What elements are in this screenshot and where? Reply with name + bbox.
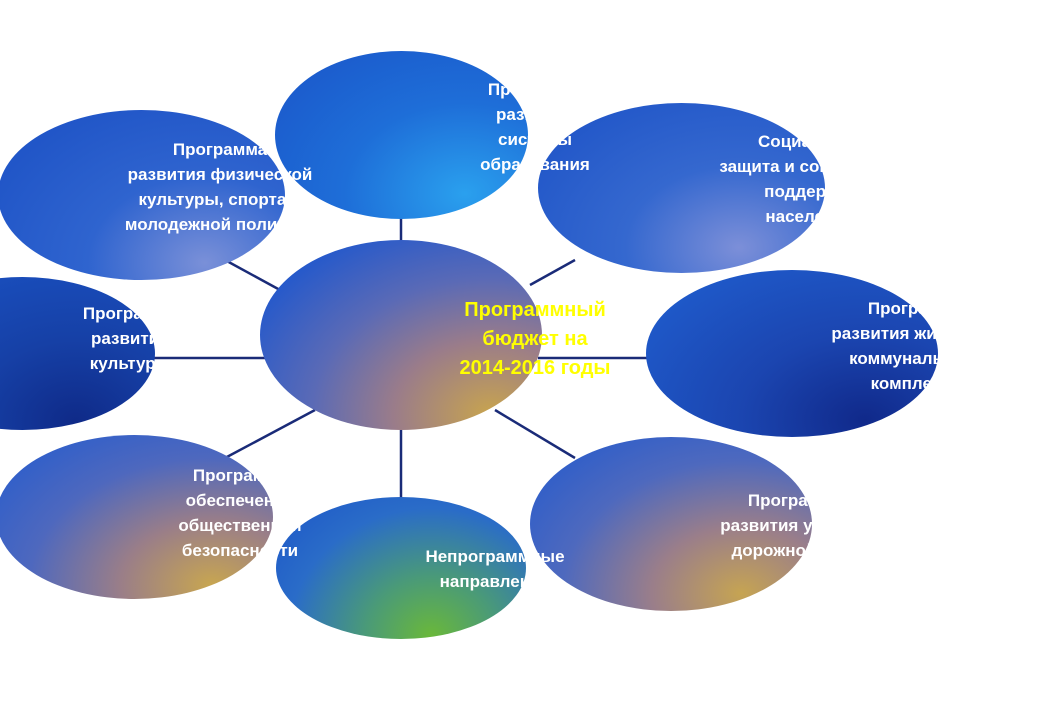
node-top-label: Программа развития системы образования [480, 80, 590, 174]
connector-bottom-left [224, 408, 316, 460]
connector-top-left [224, 258, 281, 292]
node-left-label: Программа развития культуры [82, 304, 178, 373]
connector-top-right [529, 258, 576, 287]
node-bottom-right-ellipse [530, 437, 812, 611]
center-ellipse [260, 240, 542, 430]
node-bottom-left-label: Программа обеспечения общественной безоп… [178, 466, 302, 560]
node-top-right-ellipse [538, 103, 825, 273]
node-top-left-label: Программа развития физической культуры, … [124, 140, 316, 234]
node-bottom-center-ellipse [276, 497, 526, 639]
node-bottom-center-label: Непрограммные направления [425, 547, 565, 591]
node-bottom-right-label: Программа развития улично- дорожной сети [720, 491, 870, 560]
center-label: Программный бюджет на 2014-2016 годы [459, 299, 611, 379]
connector-bottom-right [494, 408, 576, 460]
node-bottom-left-ellipse [0, 435, 273, 599]
node-top-ellipse [275, 51, 528, 219]
node-right-label: Программа развития жилищно- коммунальног… [831, 299, 999, 393]
node-top-left-ellipse [0, 110, 285, 280]
node-top-right-label: Социальная защита и социальная поддержка… [719, 132, 901, 226]
node-right-ellipse [646, 270, 938, 437]
